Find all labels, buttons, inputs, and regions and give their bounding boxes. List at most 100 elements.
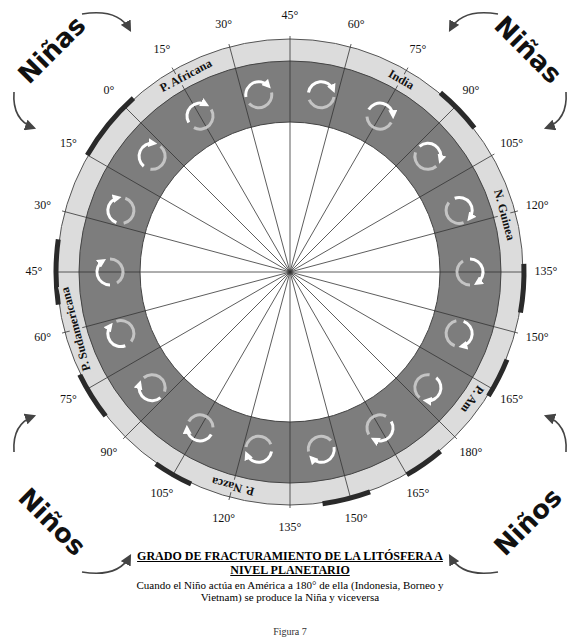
cell-arc — [189, 410, 216, 433]
cell-arc — [420, 138, 445, 165]
subduction-zones — [56, 93, 524, 504]
cell-arc — [455, 321, 475, 348]
degree-label: 15° — [59, 137, 78, 150]
subduction-zone — [520, 264, 524, 313]
figure-label: Figura 7 — [273, 626, 307, 637]
cell-arc — [135, 379, 160, 406]
convection-cell — [362, 98, 398, 134]
cell-arc — [190, 110, 217, 133]
cell-arc — [184, 422, 211, 445]
cell-arc — [470, 259, 483, 283]
degree-label: 105° — [150, 487, 175, 500]
la-nina-label: Niñas — [13, 11, 91, 89]
curved-arrow — [450, 556, 498, 573]
degree-label: 45° — [25, 265, 44, 278]
cell-arc — [310, 447, 336, 464]
convection-cell — [457, 259, 483, 285]
cell-arc — [442, 319, 462, 346]
convection-cell — [97, 259, 123, 285]
cell-arc — [410, 371, 435, 398]
subduction-zone — [407, 451, 440, 474]
cell-arc — [116, 317, 136, 344]
degree-label: 120° — [525, 199, 550, 212]
cell-arc — [455, 194, 475, 221]
cell-arc — [457, 261, 470, 285]
el-nino-label: Niños — [13, 483, 92, 562]
cell-arc — [306, 434, 332, 451]
subduction-zone — [80, 375, 106, 416]
convection-cell — [306, 434, 336, 464]
cell-arc — [308, 80, 334, 97]
subduction-zone — [156, 464, 191, 484]
cell-arc — [248, 92, 274, 109]
curved-arrow — [546, 416, 566, 452]
degree-label: 150° — [344, 513, 369, 526]
subduction-zone — [440, 93, 474, 128]
degree-label: 150° — [525, 332, 550, 345]
degree-label: 120° — [211, 513, 236, 526]
curved-arrow — [546, 92, 566, 128]
convection-cell — [410, 369, 447, 406]
degree-label: 30° — [214, 18, 233, 31]
degree-label: 0° — [103, 84, 116, 97]
cell-arc — [362, 411, 389, 434]
subduction-zone — [488, 360, 507, 396]
convection-cell — [104, 194, 137, 227]
radial-line — [229, 44, 351, 500]
cell-arc — [144, 369, 169, 396]
cell-arc — [134, 139, 159, 166]
convection-cell — [362, 410, 398, 446]
degree-label: 45° — [281, 9, 300, 22]
degree-label: 15° — [153, 44, 172, 57]
convection-cell — [244, 434, 274, 464]
cell-arc — [145, 146, 170, 173]
cell-arc — [421, 378, 446, 405]
curved-arrow — [14, 416, 34, 452]
convection-cell — [104, 317, 137, 350]
convection-cell — [134, 138, 171, 175]
cell-arc — [97, 261, 110, 285]
convection-cell — [306, 80, 336, 110]
cell-arc — [411, 148, 436, 175]
curved-arrow — [82, 556, 130, 573]
convection-cell — [134, 369, 171, 406]
degree-label: 165° — [406, 487, 431, 500]
cell-arc — [105, 323, 125, 350]
figure-title: GRADO DE FRACTURAMIENTO DE LA LITÓSFERA … — [120, 550, 460, 578]
cell-arc — [308, 93, 334, 110]
cell-arc — [369, 98, 396, 121]
curved-arrow — [82, 13, 130, 30]
degree-label: 75° — [409, 44, 428, 57]
cell-arc — [246, 447, 272, 464]
cell-arc — [370, 421, 397, 444]
cell-arc — [182, 99, 209, 122]
degree-label: 135° — [278, 521, 303, 534]
degree-label: 30° — [33, 199, 52, 212]
convection-cell — [410, 138, 447, 175]
convection-cells — [97, 80, 483, 465]
convection-cell — [182, 98, 218, 134]
radial-lines — [54, 36, 526, 508]
cell-arc — [117, 198, 137, 225]
convection-cell — [442, 194, 475, 227]
convection-cell — [244, 80, 274, 110]
degree-label: 60° — [347, 18, 366, 31]
subduction-zone — [56, 239, 58, 304]
degree-label: 180° — [459, 446, 484, 459]
cell-arc — [364, 111, 391, 134]
cell-arc — [244, 80, 270, 97]
el-nino-label: Niños — [489, 483, 568, 562]
degree-label: 75° — [59, 393, 78, 406]
subduction-zone — [87, 98, 133, 155]
caption-block: GRADO DE FRACTURAMIENTO DE LA LITÓSFERA … — [120, 550, 460, 604]
degree-label: 105° — [499, 137, 524, 150]
degree-label: 60° — [33, 332, 52, 345]
convection-cell — [442, 317, 475, 350]
cell-arc — [443, 200, 463, 227]
degree-label: 135° — [534, 265, 559, 278]
degree-label: 90° — [100, 446, 119, 459]
figure-caption: Cuando el Niño actúa en América a 180° d… — [120, 579, 460, 604]
curved-arrow — [14, 92, 34, 128]
la-nina-label: Niñas — [489, 11, 567, 89]
curved-arrows — [14, 13, 566, 574]
